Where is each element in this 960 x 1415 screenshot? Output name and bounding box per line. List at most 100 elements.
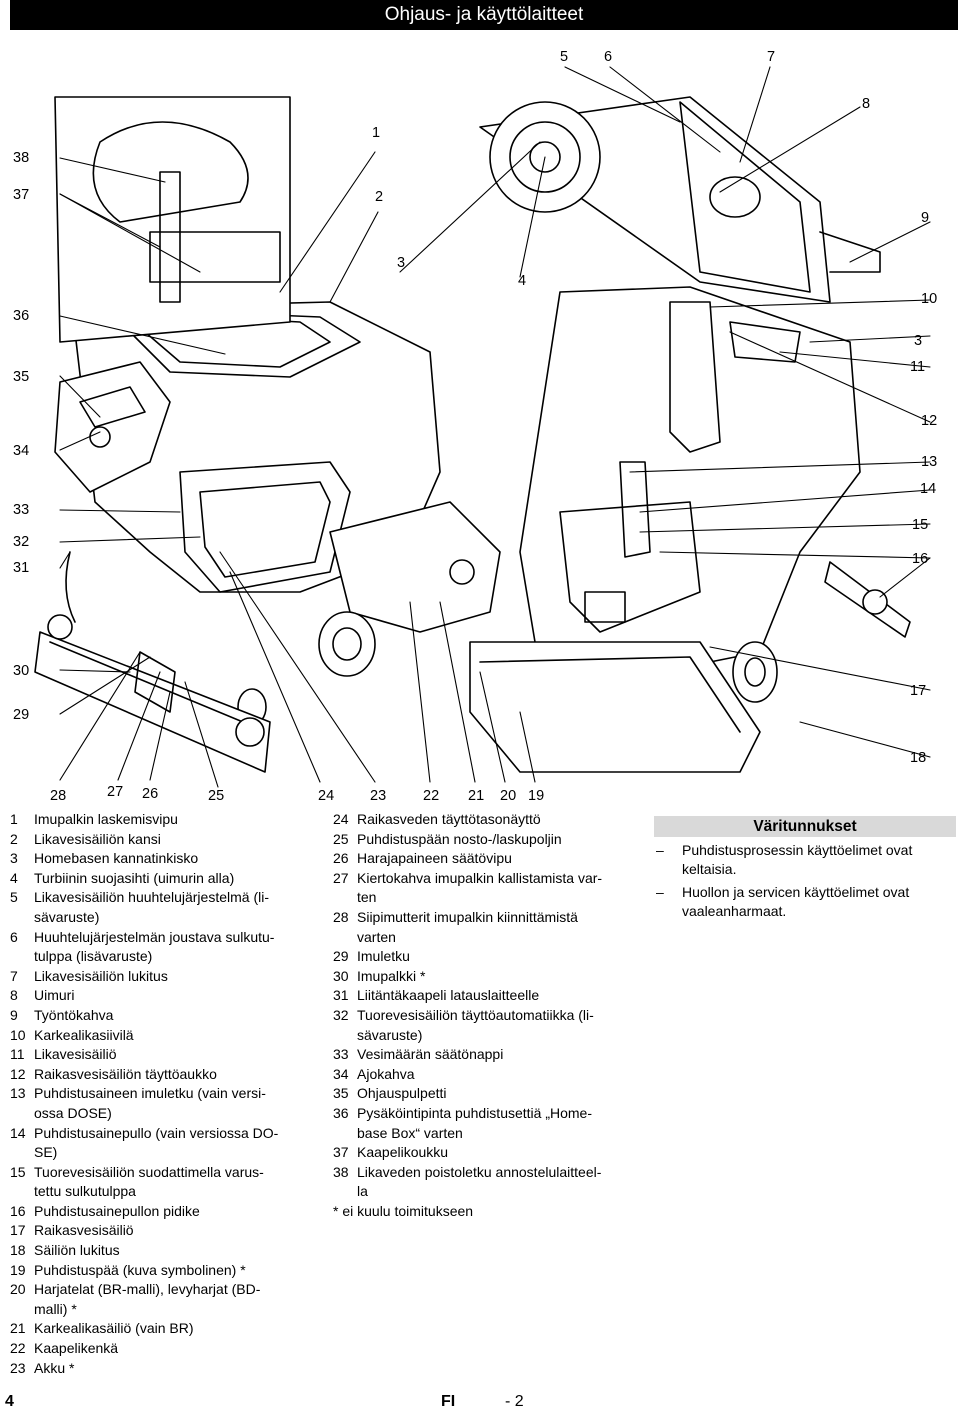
legend-item-number: 16 xyxy=(10,1202,26,1219)
color-codes-list: –Puhdistusprosessin käyttöelimet ovat ke… xyxy=(654,841,956,921)
legend-item-number: 4 xyxy=(10,869,18,886)
callout-20: 20 xyxy=(500,788,517,804)
machine-illustration xyxy=(34,66,931,788)
callout-2: 2 xyxy=(375,189,384,205)
page-number: 4 xyxy=(5,1393,14,1410)
legend-item-number: 36 xyxy=(333,1104,349,1121)
legend-item-text: Turbiinin suojasihti (uimurin alla) xyxy=(34,869,235,886)
color-codes-title: Väritunnukset xyxy=(654,816,956,837)
legend-item-number: 29 xyxy=(333,948,349,965)
callout-4: 4 xyxy=(518,273,527,289)
legend-item-text: Säiliön lukitus xyxy=(34,1242,120,1259)
legend-item-text: Työntökahva xyxy=(34,1006,114,1023)
legend-item-text: Karkealikasäiliö (vain BR) xyxy=(34,1320,194,1337)
language-code: FI xyxy=(441,1393,456,1410)
legend-item-number: 37 xyxy=(333,1144,349,1161)
legend-item: 30 Imupalkki * xyxy=(333,967,633,987)
legend-item-text: Likavesisäiliön kansi xyxy=(34,830,161,847)
color-code-dash: – xyxy=(656,884,664,900)
legend-item-number: 13 xyxy=(10,1085,26,1102)
callout-5: 5 xyxy=(560,49,569,65)
callout-31: 31 xyxy=(13,560,30,576)
callout-6: 6 xyxy=(604,49,613,65)
legend-item-number: 22 xyxy=(10,1340,26,1357)
callout-21: 21 xyxy=(468,788,485,804)
legend-item-text: Homebasen kannatinkisko xyxy=(34,850,199,867)
legend-item-number: 12 xyxy=(10,1065,26,1082)
legend-item-number: 25 xyxy=(333,830,349,847)
callout-32: 32 xyxy=(13,534,30,550)
legend-item: 22 Kaapelikenkä xyxy=(10,1339,310,1359)
callout-28: 28 xyxy=(50,788,67,804)
legend-item-text: Pysäköintipinta puhdistusettiä „Home- ba… xyxy=(357,1104,593,1141)
callout-24: 24 xyxy=(318,788,335,804)
callout-37: 37 xyxy=(13,187,30,203)
legend-item-text: Siipimutterit imupalkin kiinnittämistä v… xyxy=(357,908,578,945)
legend-item-text: Karkealikasiivilä xyxy=(34,1026,134,1043)
callout-15: 15 xyxy=(912,517,929,533)
legend-item-number: 31 xyxy=(333,987,349,1004)
legend-item-text: Kiertokahva imupalkin kallistamista var-… xyxy=(357,869,603,906)
callout-9: 9 xyxy=(921,210,930,226)
callout-1: 1 xyxy=(372,125,381,141)
legend-item-text: Puhdistusaineen imuletku (vain versi- os… xyxy=(34,1085,266,1121)
callout-18: 18 xyxy=(910,750,927,766)
legend-item-text: Ohjauspulpetti xyxy=(357,1085,447,1102)
callout-17: 17 xyxy=(910,683,927,699)
legend-item-number: 1 xyxy=(10,811,18,827)
legend-item-text: Huuhtelujärjestelmän joustava sulkutu- t… xyxy=(34,928,275,965)
color-code-text: Huollon ja servicen käyttöelimet ovat va… xyxy=(682,884,910,919)
callout-3b: 3 xyxy=(914,333,923,349)
legend-item-number: 5 xyxy=(10,889,18,906)
legend-item-number: 20 xyxy=(10,1281,26,1298)
legend-item-text: Imupalkki * xyxy=(357,967,426,984)
legend-item-text: Likavesisäiliön lukitus xyxy=(34,967,168,984)
legend-item-number: 26 xyxy=(333,850,349,867)
legend-item: 4 Turbiinin suojasihti (uimurin alla) xyxy=(10,869,310,889)
callout-16: 16 xyxy=(912,551,929,567)
legend-item-number: 14 xyxy=(10,1124,26,1141)
legend-item-number: 33 xyxy=(333,1046,349,1063)
callout-34: 34 xyxy=(13,443,30,459)
legend-item-text: Likavesisäiliö xyxy=(34,1046,117,1063)
callout-8: 8 xyxy=(862,96,871,112)
legend-item-number: 24 xyxy=(333,811,349,827)
legend-item-text: Ajokahva xyxy=(357,1065,415,1082)
legend-item: 20 Harjatelat (BR-malli), levyharjat (BD-… xyxy=(10,1280,310,1319)
legend-item-text: Kaapelikenkä xyxy=(34,1340,119,1357)
legend-item-number: 30 xyxy=(333,967,349,984)
legend-item-text: Harjatelat (BR-malli), levyharjat (BD- m… xyxy=(34,1281,261,1317)
callout-27: 27 xyxy=(107,784,124,800)
legend-item-text: Akku * xyxy=(34,1359,75,1376)
legend-item-number: 38 xyxy=(333,1163,349,1180)
legend-item-number: 6 xyxy=(10,928,18,945)
legend-item-number: 18 xyxy=(10,1242,26,1259)
callout-29: 29 xyxy=(13,707,30,723)
legend-item-text: Imupalkin laskemisvipu xyxy=(34,811,178,827)
callout-23: 23 xyxy=(370,788,387,804)
callout-3: 3 xyxy=(397,255,406,271)
legend-item-number: 19 xyxy=(10,1261,26,1278)
legend-item-number: 34 xyxy=(333,1065,349,1082)
callout-11: 11 xyxy=(910,359,926,375)
legend-item-number: 17 xyxy=(10,1222,26,1239)
legend-item: 13 Puhdistusaineen imuletku (vain versi- … xyxy=(10,1084,310,1123)
legend-item: 36 Pysäköintipinta puhdistusettiä „Home- … xyxy=(333,1104,633,1143)
legend-item-number: 28 xyxy=(333,908,349,925)
legend-item-number: 2 xyxy=(10,830,18,847)
